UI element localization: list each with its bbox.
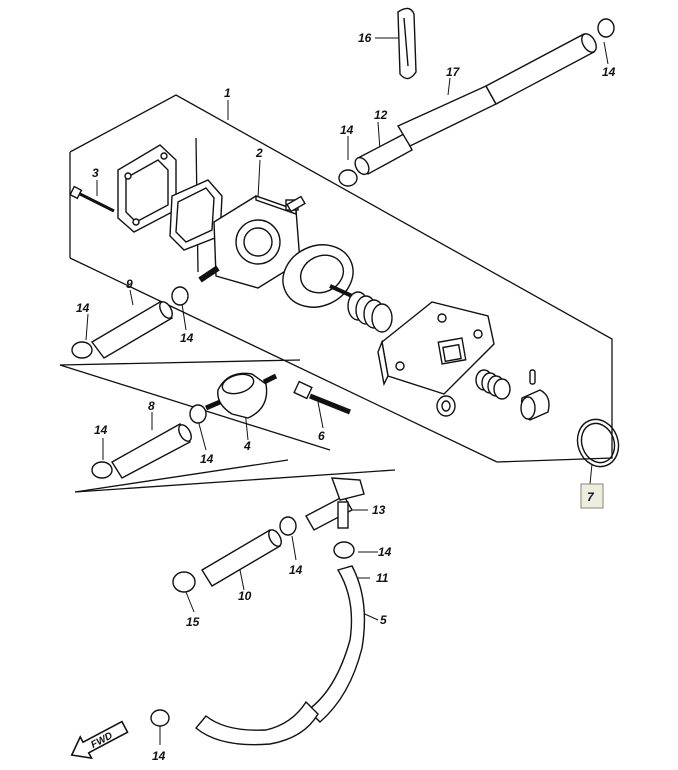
fuel-filter <box>205 372 278 419</box>
spring-lower <box>475 369 511 400</box>
callout-13: 13 <box>372 503 386 517</box>
pump-cover <box>377 301 495 395</box>
callout-14: 14 <box>180 331 194 345</box>
callout-5: 5 <box>380 613 387 627</box>
gasket <box>169 179 223 251</box>
clamp-16 <box>397 7 417 80</box>
callout-6: 6 <box>318 429 325 443</box>
hose-8 <box>111 423 192 479</box>
callout-9: 9 <box>126 277 133 291</box>
callout-17: 17 <box>446 65 461 79</box>
highlight-box-7 <box>580 483 604 509</box>
callout-14: 14 <box>378 545 392 559</box>
callout-1: 1 <box>224 86 231 100</box>
callout-2: 2 <box>255 146 263 160</box>
callout-11: 11 <box>376 571 389 585</box>
callout-14: 14 <box>94 423 108 437</box>
callout-7: 7 <box>587 490 595 504</box>
hose-17 <box>396 33 597 147</box>
callout-14: 14 <box>602 65 616 79</box>
callout-14: 14 <box>152 749 166 763</box>
callout-14: 14 <box>340 123 354 137</box>
fwd-arrow: FWD <box>70 720 129 760</box>
diaphragm <box>282 244 354 308</box>
bolt-3 <box>69 185 115 213</box>
valve-plug <box>520 389 550 421</box>
callout-15: 15 <box>186 615 200 629</box>
callout-14: 14 <box>200 452 214 466</box>
leader-lines <box>85 37 609 745</box>
fwd-label: FWD <box>89 730 114 750</box>
hose-9 <box>90 301 174 359</box>
gasket-plate <box>117 144 177 233</box>
t-joint <box>305 477 365 531</box>
hose-clips <box>71 18 615 727</box>
callout-3: 3 <box>92 166 99 180</box>
callout-12: 12 <box>374 108 388 122</box>
callout-14: 14 <box>289 563 303 577</box>
spring-upper <box>347 291 393 333</box>
hose-5 <box>195 565 366 746</box>
bolt-6 <box>293 380 351 415</box>
callout-labels: 1 2 3 4 5 6 7 8 9 10 11 12 13 14 14 14 1… <box>76 31 616 763</box>
callout-10: 10 <box>238 589 252 603</box>
hose-10 <box>201 529 282 587</box>
hose-12 <box>354 133 413 176</box>
callout-14: 14 <box>76 301 90 315</box>
nut <box>436 395 456 417</box>
callout-4: 4 <box>243 439 251 453</box>
pump-body <box>198 195 306 289</box>
o-ring <box>576 418 620 468</box>
callout-16: 16 <box>358 31 372 45</box>
callout-8: 8 <box>148 399 155 413</box>
pin <box>529 369 536 385</box>
